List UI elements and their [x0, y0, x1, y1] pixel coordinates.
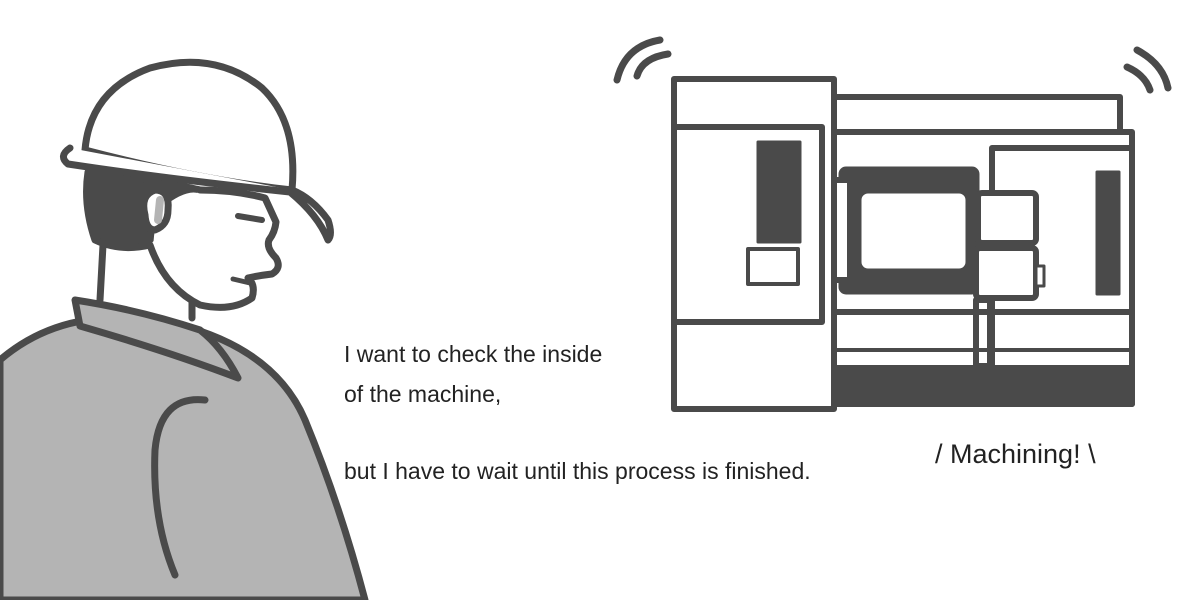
machining-label: / Machining! \ [935, 439, 1096, 469]
vibration-lines-left [613, 36, 672, 84]
worker-eye [235, 213, 265, 223]
worker-collar [71, 296, 242, 382]
machine-spindle-knob [1034, 264, 1046, 288]
worker-ear-inner [154, 196, 164, 224]
cnc-machine [671, 76, 1135, 412]
machine-spindle-lower [973, 245, 1039, 301]
machine-chamber-window [858, 190, 969, 272]
machine-base [831, 365, 1135, 407]
worker-arm-crease [151, 396, 209, 579]
machine-door-window [756, 140, 802, 244]
caption-line-3: but I have to wait until this process is… [344, 458, 811, 484]
machine-control-panel [746, 247, 800, 286]
worker-figure [0, 58, 369, 600]
vibration-lines-right [1123, 46, 1172, 94]
hard-hat-brim [60, 144, 334, 244]
machine-right-slot [1095, 170, 1121, 296]
machine-spindle-upper [975, 190, 1039, 246]
caption-line-1: I want to check the inside [344, 341, 603, 367]
caption-line-2: of the machine, [344, 381, 502, 407]
worker-mouth [230, 276, 253, 286]
